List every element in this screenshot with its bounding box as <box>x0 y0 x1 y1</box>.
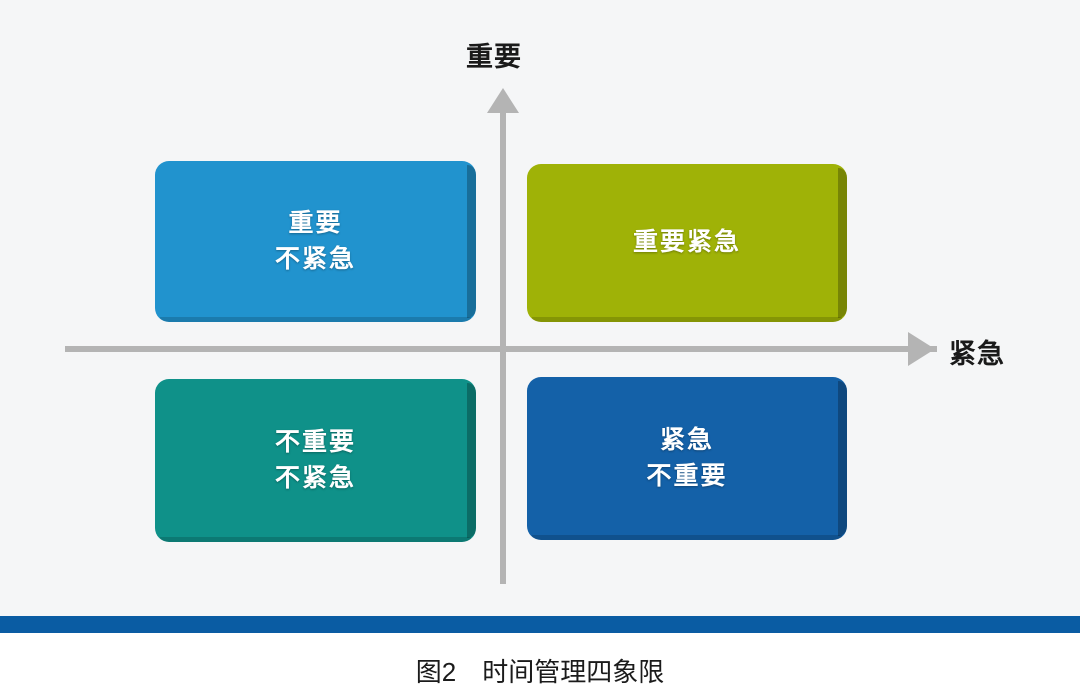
arrow-right-icon <box>908 332 935 366</box>
quadrant-important-urgent[interactable]: 重要紧急 <box>527 164 847 322</box>
quadrant-3d-edge-right <box>467 383 476 538</box>
horizontal-axis-line <box>65 346 937 352</box>
quadrant-3d-edge-bottom <box>532 535 842 540</box>
quadrant-label-group: 重要紧急 <box>633 225 741 261</box>
arrow-up-icon <box>487 88 519 113</box>
axis-label-urgent: 紧急 <box>949 339 1005 369</box>
quadrant-3d-edge-right <box>838 168 847 318</box>
quadrant-label-line-2: 不重要 <box>646 461 728 490</box>
quadrant-3d-edge-bottom <box>532 317 842 322</box>
quadrant-label-line-1: 重要紧急 <box>632 228 741 257</box>
axis-label-important: 重要 <box>466 42 522 72</box>
quadrant-label-line-2: 不紧急 <box>274 463 356 492</box>
diagram-plate: 重要 紧急 重要 不紧急 重要紧急 不重要 不紧急 <box>65 42 1005 584</box>
figure-caption: 图2 时间管理四象限 <box>415 657 665 687</box>
quadrant-label-group: 紧急 不重要 <box>646 423 727 494</box>
divider-bar <box>0 616 1080 633</box>
quadrant-label-line-1: 重要 <box>288 209 343 237</box>
quadrant-label-group: 重要 不紧急 <box>275 206 356 277</box>
quadrant-3d-edge-bottom <box>160 537 471 542</box>
quadrant-label-line-1: 不重要 <box>274 428 356 456</box>
quadrant-label-line-2: 不紧急 <box>274 244 356 273</box>
quadrant-urgent-not-important[interactable]: 紧急 不重要 <box>527 377 847 540</box>
quadrant-important-not-urgent[interactable]: 重要 不紧急 <box>155 161 476 322</box>
quadrant-3d-edge-right <box>467 165 476 318</box>
quadrant-3d-edge-bottom <box>160 317 471 322</box>
vertical-axis-line <box>500 95 506 584</box>
quadrant-label-group: 不重要 不紧急 <box>275 425 356 496</box>
quadrant-3d-edge-right <box>838 381 847 536</box>
quadrant-label-line-1: 紧急 <box>659 426 714 454</box>
quadrant-not-important-not-urgent[interactable]: 不重要 不紧急 <box>155 379 476 542</box>
